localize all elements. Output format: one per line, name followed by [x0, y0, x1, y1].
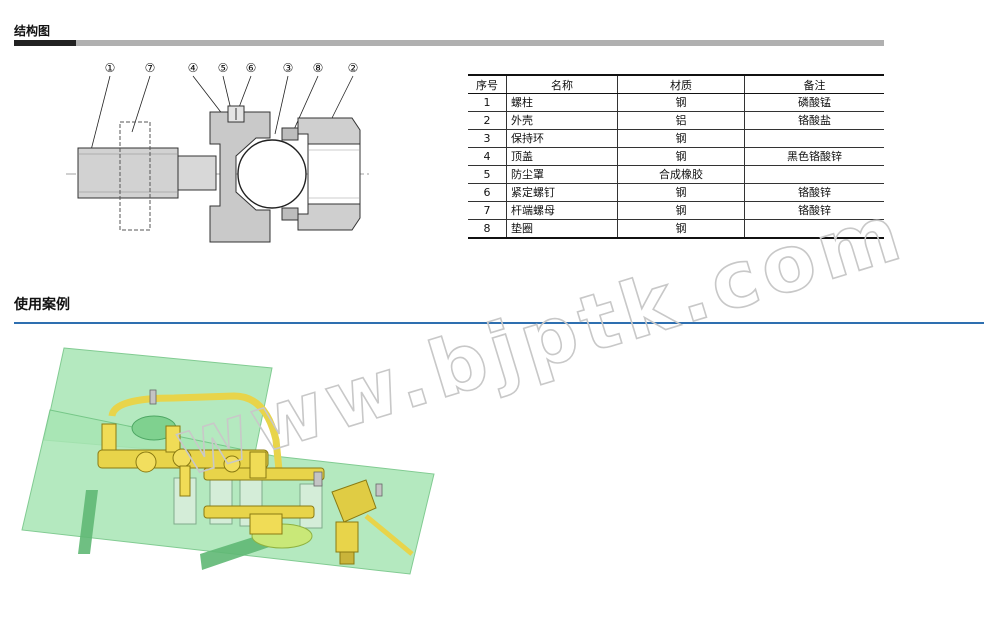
cell-no: 6: [468, 183, 507, 202]
callout-labels: ① ⑦ ④ ⑤ ⑥ ③ ⑧ ②: [105, 61, 359, 75]
cell-no: 7: [468, 201, 507, 220]
callout-8: ⑧: [313, 61, 324, 75]
table-header-row: 序号 名称 材质 备注: [468, 74, 884, 94]
cell-name: 保持环: [506, 129, 618, 148]
table-row: 4 顶盖 钢 黑色铬酸锌: [468, 147, 884, 166]
cell-name: 紧定螺钉: [506, 183, 618, 202]
cell-no: 5: [468, 165, 507, 184]
cell-material: 钢: [617, 201, 745, 220]
cell-material: 钢: [617, 183, 745, 202]
table-row: 1 螺柱 钢 磷酸锰: [468, 93, 884, 112]
section-divider: [14, 322, 984, 324]
cell-no: 1: [468, 93, 507, 112]
table-row: 7 杆端螺母 钢 铬酸锌: [468, 201, 884, 220]
table-row: 5 防尘罩 合成橡胶: [468, 165, 884, 184]
callout-4: ④: [188, 61, 199, 75]
col-header-no: 序号: [468, 74, 507, 94]
cell-material: 钢: [617, 129, 745, 148]
cell-note: [744, 129, 884, 148]
callout-2: ②: [348, 61, 359, 75]
cell-note: 黑色铬酸锌: [744, 147, 884, 166]
structure-diagram: ① ⑦ ④ ⑤ ⑥ ③ ⑧ ②: [66, 61, 372, 243]
col-header-material: 材质: [617, 74, 745, 94]
cell-note: [744, 219, 884, 239]
cell-no: 8: [468, 219, 507, 239]
cell-material: 铝: [617, 111, 745, 130]
section-usage-title: 使用案例: [14, 297, 70, 313]
cell-note: 铬酸锌: [744, 201, 884, 220]
cell-name: 螺柱: [506, 93, 618, 112]
callout-3: ③: [283, 61, 294, 75]
cell-material: 钢: [617, 219, 745, 239]
table-row: 3 保持环 钢: [468, 129, 884, 148]
cell-name: 垫圈: [506, 219, 618, 239]
section-title-bar: [14, 40, 884, 46]
col-header-name: 名称: [506, 74, 618, 94]
cell-name: 防尘罩: [506, 165, 618, 184]
cell-material: 钢: [617, 147, 745, 166]
cell-note: 铬酸锌: [744, 183, 884, 202]
table-row: 8 垫圈 钢: [468, 219, 884, 239]
parts-table: 序号 名称 材质 备注 1 螺柱 钢 磷酸锰 2 外壳 铝 铬酸盐 3 保持环 …: [468, 74, 884, 239]
cell-name: 杆端螺母: [506, 201, 618, 220]
callout-7: ⑦: [145, 61, 156, 75]
cell-material: 合成橡胶: [617, 165, 745, 184]
cell-no: 2: [468, 111, 507, 130]
usage-illustration: [21, 347, 435, 575]
section-structure-title: 结构图: [14, 24, 51, 38]
callout-5: ⑤: [218, 61, 229, 75]
callout-1: ①: [105, 61, 116, 75]
cell-note: 磷酸锰: [744, 93, 884, 112]
col-header-note: 备注: [744, 74, 884, 94]
cell-note: 铬酸盐: [744, 111, 884, 130]
table-row: 6 紧定螺钉 钢 铬酸锌: [468, 183, 884, 202]
cell-no: 3: [468, 129, 507, 148]
callout-6: ⑥: [246, 61, 257, 75]
cell-note: [744, 165, 884, 184]
table-row: 2 外壳 铝 铬酸盐: [468, 111, 884, 130]
cell-no: 4: [468, 147, 507, 166]
cell-name: 外壳: [506, 111, 618, 130]
cell-name: 顶盖: [506, 147, 618, 166]
cell-material: 钢: [617, 93, 745, 112]
